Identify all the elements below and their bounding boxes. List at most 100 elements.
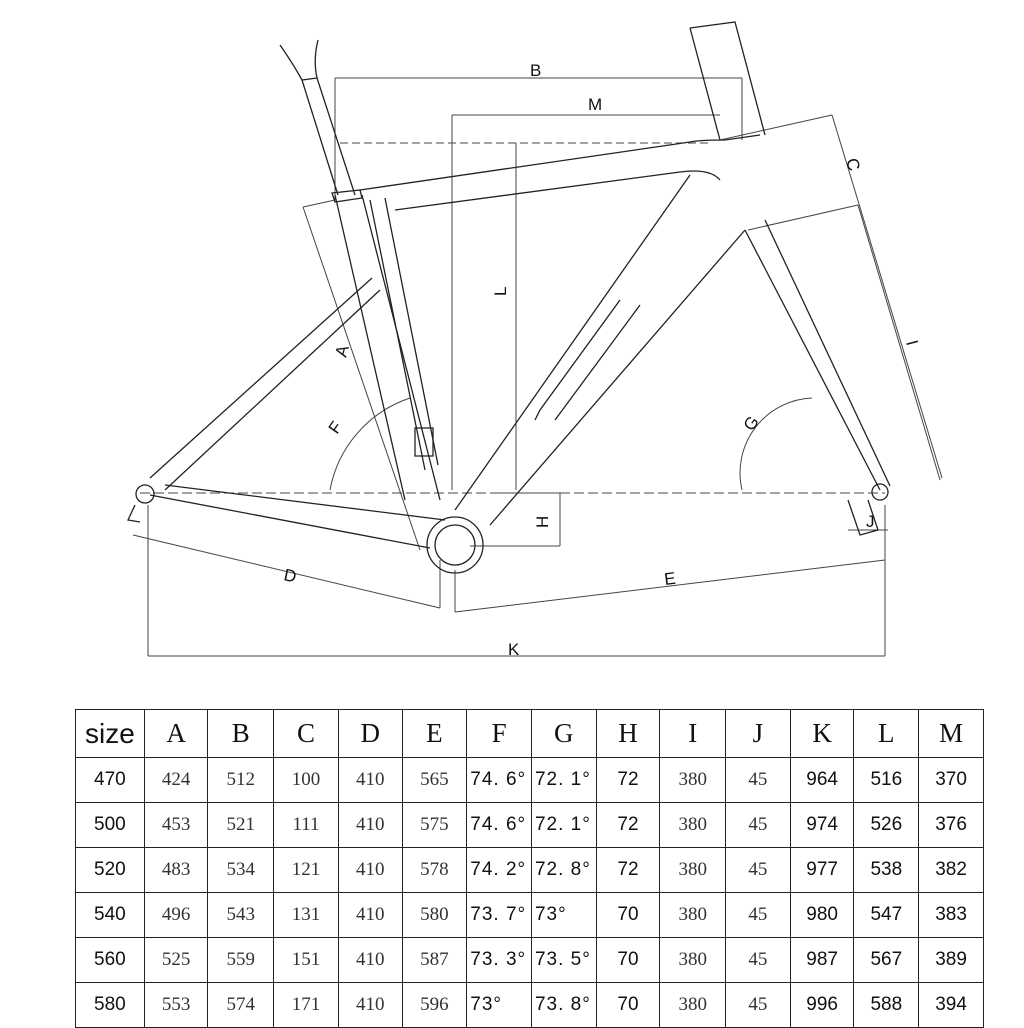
table-cell: 380	[659, 802, 727, 848]
table-cell: 73°	[530, 892, 597, 938]
table-cell: 410	[337, 802, 403, 848]
table-cell: 580	[75, 982, 145, 1028]
table-cell: 520	[75, 847, 145, 893]
table-cell: 382	[918, 847, 984, 893]
table-cell: 121	[273, 847, 339, 893]
table-cell: 996	[789, 982, 855, 1028]
table-cell: 560	[75, 937, 145, 983]
table-cell: 980	[789, 892, 855, 938]
table-cell: 383	[918, 892, 984, 938]
table-cell: 380	[659, 892, 727, 938]
table-cell: 596	[401, 982, 468, 1028]
column-header-b: B	[207, 709, 275, 758]
label-i: I	[902, 338, 922, 347]
table-cell: 587	[401, 937, 468, 983]
table-cell: 74. 6°	[466, 757, 532, 803]
table-cell: 100	[273, 757, 339, 803]
table-cell: 70	[595, 982, 661, 1028]
label-g: G	[740, 413, 763, 435]
table-cell: 111	[273, 802, 339, 848]
table-cell: 131	[273, 892, 339, 938]
table-cell: 171	[273, 982, 339, 1028]
table-cell: 45	[725, 937, 791, 983]
table-cell: 74. 2°	[466, 847, 532, 893]
table-cell: 580	[401, 892, 468, 938]
table-cell: 73. 5°	[530, 937, 597, 983]
table-cell: 496	[143, 892, 209, 938]
table-cell: 453	[143, 802, 209, 848]
dimension-lines	[132, 77, 943, 657]
dimension-labels: B M C L A I F G H J D E K	[282, 61, 922, 659]
table-cell: 547	[853, 892, 920, 938]
table-cell: 588	[853, 982, 920, 1028]
label-j: J	[866, 512, 875, 531]
table-cell: 410	[337, 757, 403, 803]
column-header-c: C	[273, 709, 339, 758]
table-cell: 380	[659, 937, 727, 983]
column-header-h: H	[595, 709, 661, 758]
table-cell: 74. 6°	[466, 802, 532, 848]
table-cell: 574	[207, 982, 275, 1028]
bike-frame	[127, 21, 891, 574]
label-d: D	[282, 565, 298, 586]
column-header-a: A	[143, 709, 209, 758]
label-k: K	[508, 640, 520, 659]
table-cell: 424	[143, 757, 209, 803]
table-cell: 512	[207, 757, 275, 803]
label-c: C	[842, 156, 864, 173]
label-f: F	[325, 418, 347, 437]
table-cell: 483	[143, 847, 209, 893]
table-cell: 410	[337, 847, 403, 893]
column-header-f: F	[466, 709, 532, 758]
table-cell: 45	[725, 847, 791, 893]
table-cell: 45	[725, 982, 791, 1028]
table-cell: 553	[143, 982, 209, 1028]
label-b: B	[530, 61, 541, 80]
table-cell: 578	[401, 847, 468, 893]
table-cell: 538	[853, 847, 920, 893]
table-cell: 575	[401, 802, 468, 848]
table-cell: 380	[659, 847, 727, 893]
table-cell: 526	[853, 802, 920, 848]
table-cell: 380	[659, 982, 727, 1028]
column-header-k: K	[789, 709, 855, 758]
table-cell: 73. 3°	[466, 937, 532, 983]
table-cell: 394	[918, 982, 984, 1028]
table-cell: 73. 7°	[466, 892, 532, 938]
label-e: E	[663, 569, 677, 589]
table-cell: 521	[207, 802, 275, 848]
table-cell: 525	[143, 937, 209, 983]
table-cell: 559	[207, 937, 275, 983]
table-cell: 410	[337, 937, 403, 983]
table-cell: 964	[789, 757, 855, 803]
table-cell: 380	[659, 757, 727, 803]
table-cell: 987	[789, 937, 855, 983]
column-header-g: G	[530, 709, 597, 758]
column-header-j: J	[725, 709, 791, 758]
table-cell: 410	[337, 892, 403, 938]
table-cell: 70	[595, 937, 661, 983]
label-l: L	[491, 287, 510, 296]
table-cell: 974	[789, 802, 855, 848]
table-cell: 567	[853, 937, 920, 983]
table-cell: 540	[75, 892, 145, 938]
column-header-d: D	[337, 709, 403, 758]
table-cell: 73°	[466, 982, 532, 1028]
table-cell: 72	[595, 757, 661, 803]
label-m: M	[588, 95, 602, 114]
table-cell: 977	[789, 847, 855, 893]
table-cell: 72. 1°	[530, 757, 597, 803]
table-cell: 470	[75, 757, 145, 803]
column-header-e: E	[401, 709, 468, 758]
table-cell: 370	[918, 757, 984, 803]
table-cell: 376	[918, 802, 984, 848]
table-cell: 500	[75, 802, 145, 848]
